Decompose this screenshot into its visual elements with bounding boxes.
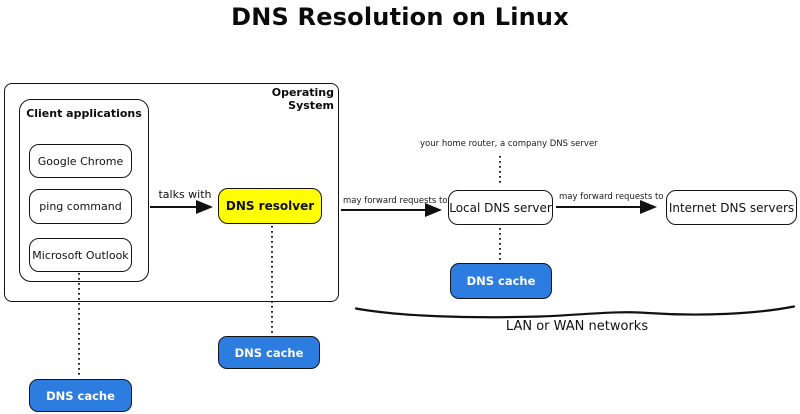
node-local-dns-server: Local DNS server	[448, 190, 553, 225]
node-internet-dns-servers: Internet DNS servers	[666, 190, 797, 225]
talks-with-label: talks with	[158, 188, 212, 201]
cache-resolver: DNS cache	[218, 336, 320, 369]
cache-resolver-label: DNS cache	[234, 345, 304, 360]
cache-local-dns: DNS cache	[450, 263, 552, 299]
node-dns-resolver: DNS resolver	[218, 188, 322, 224]
node-internet-dns-servers-label: Internet DNS servers	[668, 200, 795, 215]
node-ping-command-label: ping command	[39, 200, 122, 213]
operating-system-label: Operating System	[271, 86, 334, 112]
client-applications-box	[19, 99, 149, 282]
network-wavy-line	[354, 305, 796, 319]
node-dns-resolver-label: DNS resolver	[225, 199, 315, 213]
forward-to-internet-label: may forward requests to	[559, 192, 664, 202]
cache-client-apps-label: DNS cache	[46, 388, 115, 403]
forward-to-local-label: may forward requests to	[343, 196, 448, 206]
operating-system-box	[4, 83, 339, 302]
node-google-chrome: Google Chrome	[29, 144, 132, 178]
node-google-chrome-label: Google Chrome	[37, 154, 124, 168]
client-applications-label: Client applications	[26, 107, 142, 120]
cache-client-apps: DNS cache	[29, 379, 132, 412]
cache-local-dns-label: DNS cache	[466, 274, 536, 288]
node-ping-command: ping command	[29, 189, 132, 224]
node-local-dns-server-label: Local DNS server	[449, 200, 552, 215]
node-microsoft-outlook: Microsoft Outlook	[29, 238, 132, 272]
router-note: your home router, a company DNS server	[420, 139, 598, 149]
network-label: LAN or WAN networks	[505, 319, 649, 334]
diagram-title: DNS Resolution on Linux	[231, 3, 569, 31]
node-microsoft-outlook-label: Microsoft Outlook	[32, 248, 129, 262]
